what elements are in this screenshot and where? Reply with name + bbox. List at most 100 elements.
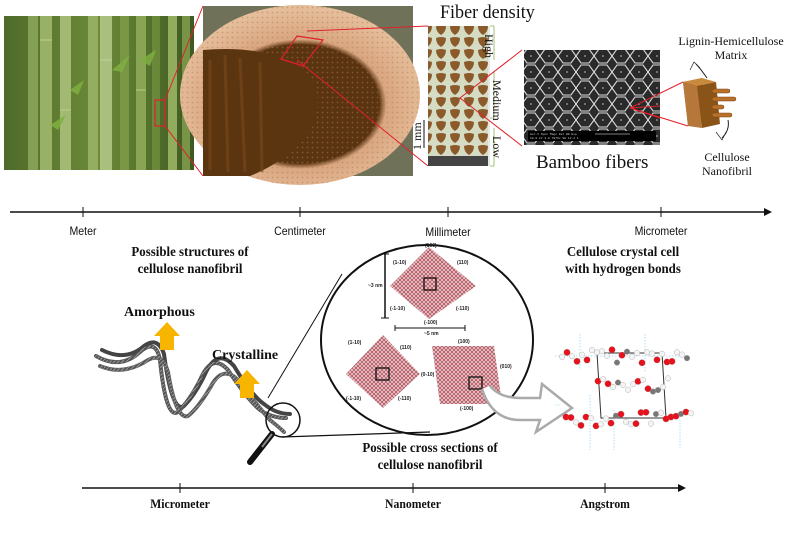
atom — [649, 350, 655, 357]
atom — [625, 386, 631, 393]
bamboo-culm-cross-section-photo — [180, 5, 420, 185]
atom — [569, 353, 575, 360]
matrix-label-line2: Matrix — [714, 48, 748, 62]
atom — [607, 419, 615, 427]
cross-section-top — [381, 247, 476, 331]
axis-tick-angstrom: Angstrom — [580, 496, 630, 511]
structures-title-line2: cellulose nanofibril — [137, 262, 243, 277]
bamboo-fibers-label: Bamboo fibers — [536, 152, 649, 173]
atom — [668, 358, 676, 365]
atom — [653, 356, 661, 364]
cellulose-crystal-cell-molecule — [555, 334, 694, 450]
atom — [630, 381, 636, 388]
nanofibril-strands — [94, 340, 292, 434]
cellulose-nanofibril-label: Cellulose Nanofibril — [692, 150, 762, 178]
cross-sections-title-line1: Possible cross sections of — [362, 441, 498, 456]
crystal-cell-title: Cellulose crystal cell with hydrogen bon… — [554, 244, 692, 278]
atom — [577, 422, 585, 429]
face-label: (-110) — [456, 306, 470, 312]
atom — [599, 348, 605, 355]
atom — [598, 421, 604, 428]
cross-sections-title: Possible cross sections of cellulose nan… — [347, 440, 513, 474]
atom — [688, 410, 694, 417]
face-label: (110) — [457, 260, 469, 266]
hollow-arrow-icon — [480, 381, 575, 436]
face-label: (-1-10) — [390, 306, 406, 312]
density-level-medium: Medium — [490, 80, 504, 121]
face-label: (010) — [500, 364, 512, 370]
bottom-scale-axis — [82, 483, 686, 493]
atom — [608, 346, 616, 354]
atom — [573, 357, 581, 365]
crystalline-arrow-icon — [234, 370, 260, 398]
svg-text:Acc.V Spot Magn Det WD Exp: Acc.V Spot Magn Det WD Exp — [530, 133, 577, 136]
atom — [614, 359, 620, 366]
atom — [567, 414, 575, 421]
axis-tick-millimeter: Millimeter — [425, 225, 471, 239]
structures-title: Possible structures of cellulose nanofib… — [107, 244, 273, 278]
bamboo-forest-photo — [4, 16, 194, 170]
face-label: (-110) — [398, 396, 412, 402]
atom — [659, 350, 665, 357]
nanofibril-bundle-illustration — [683, 61, 737, 141]
axis-tick-nanometer: Nanometer — [385, 496, 441, 511]
atom — [629, 353, 635, 360]
atom — [642, 408, 650, 416]
crystal-cell-title-line1: Cellulose crystal cell — [566, 245, 680, 260]
atom — [617, 410, 625, 418]
cross-section-zoom-circle — [320, 244, 534, 436]
atom — [650, 388, 656, 395]
cross-sections-title-line2: cellulose nanofibril — [377, 458, 483, 473]
nanofibril-label-line1: Cellulose — [704, 150, 750, 164]
atom — [684, 355, 690, 362]
atom — [634, 349, 640, 356]
atom — [638, 359, 646, 367]
matrix-label-line1: Lignin-Hemicellulose — [678, 34, 784, 48]
density-bracket — [490, 25, 495, 167]
nanofibril-label-line2: Nanofibril — [702, 164, 752, 178]
atom — [583, 356, 591, 364]
density-level-high: High — [482, 34, 496, 58]
atom — [603, 415, 609, 422]
atom — [682, 408, 690, 416]
scale-bar-label: 1 mm — [410, 122, 424, 150]
axis-tick-meter: Meter — [69, 224, 97, 238]
fiber-density-title: Fiber density — [440, 2, 535, 23]
atom — [573, 419, 579, 426]
atom — [588, 415, 594, 422]
zoom-callout-lines — [164, 5, 689, 177]
amorphous-arrow-icon — [154, 322, 180, 350]
face-label: (1-10) — [348, 340, 362, 346]
atom — [644, 349, 650, 356]
structures-title-line1: Possible structures of — [131, 245, 249, 260]
atom — [658, 409, 664, 416]
atom — [615, 379, 621, 386]
face-label: (-100) — [424, 320, 438, 326]
atom — [579, 351, 585, 358]
face-label: (100) — [425, 243, 437, 249]
atom — [623, 418, 629, 425]
atom — [582, 413, 590, 421]
face-label: (100) — [458, 339, 470, 345]
atom — [559, 353, 565, 360]
atom — [632, 420, 640, 427]
density-level-low: Low — [490, 136, 504, 158]
svg-text:10.0 kV 3.0 7976x SE 12.2 1: 10.0 kV 3.0 7976x SE 12.2 1 — [530, 136, 579, 140]
atom — [604, 380, 612, 388]
fiber-density-micrograph — [423, 25, 495, 167]
atom — [600, 376, 606, 383]
atom — [604, 352, 610, 359]
atom — [655, 387, 661, 393]
atom — [610, 384, 616, 391]
crystalline-label: Crystalline — [212, 348, 279, 363]
atom — [589, 347, 595, 354]
atom — [674, 349, 680, 356]
face-label: (-1-10) — [346, 396, 362, 402]
crystal-cell-title-line2: with hydrogen bonds — [565, 262, 681, 277]
face-label: (1-10) — [393, 260, 407, 266]
atom — [640, 376, 646, 383]
atom — [653, 411, 659, 417]
amorphous-label: Amorphous — [124, 305, 195, 320]
atom — [665, 375, 671, 382]
